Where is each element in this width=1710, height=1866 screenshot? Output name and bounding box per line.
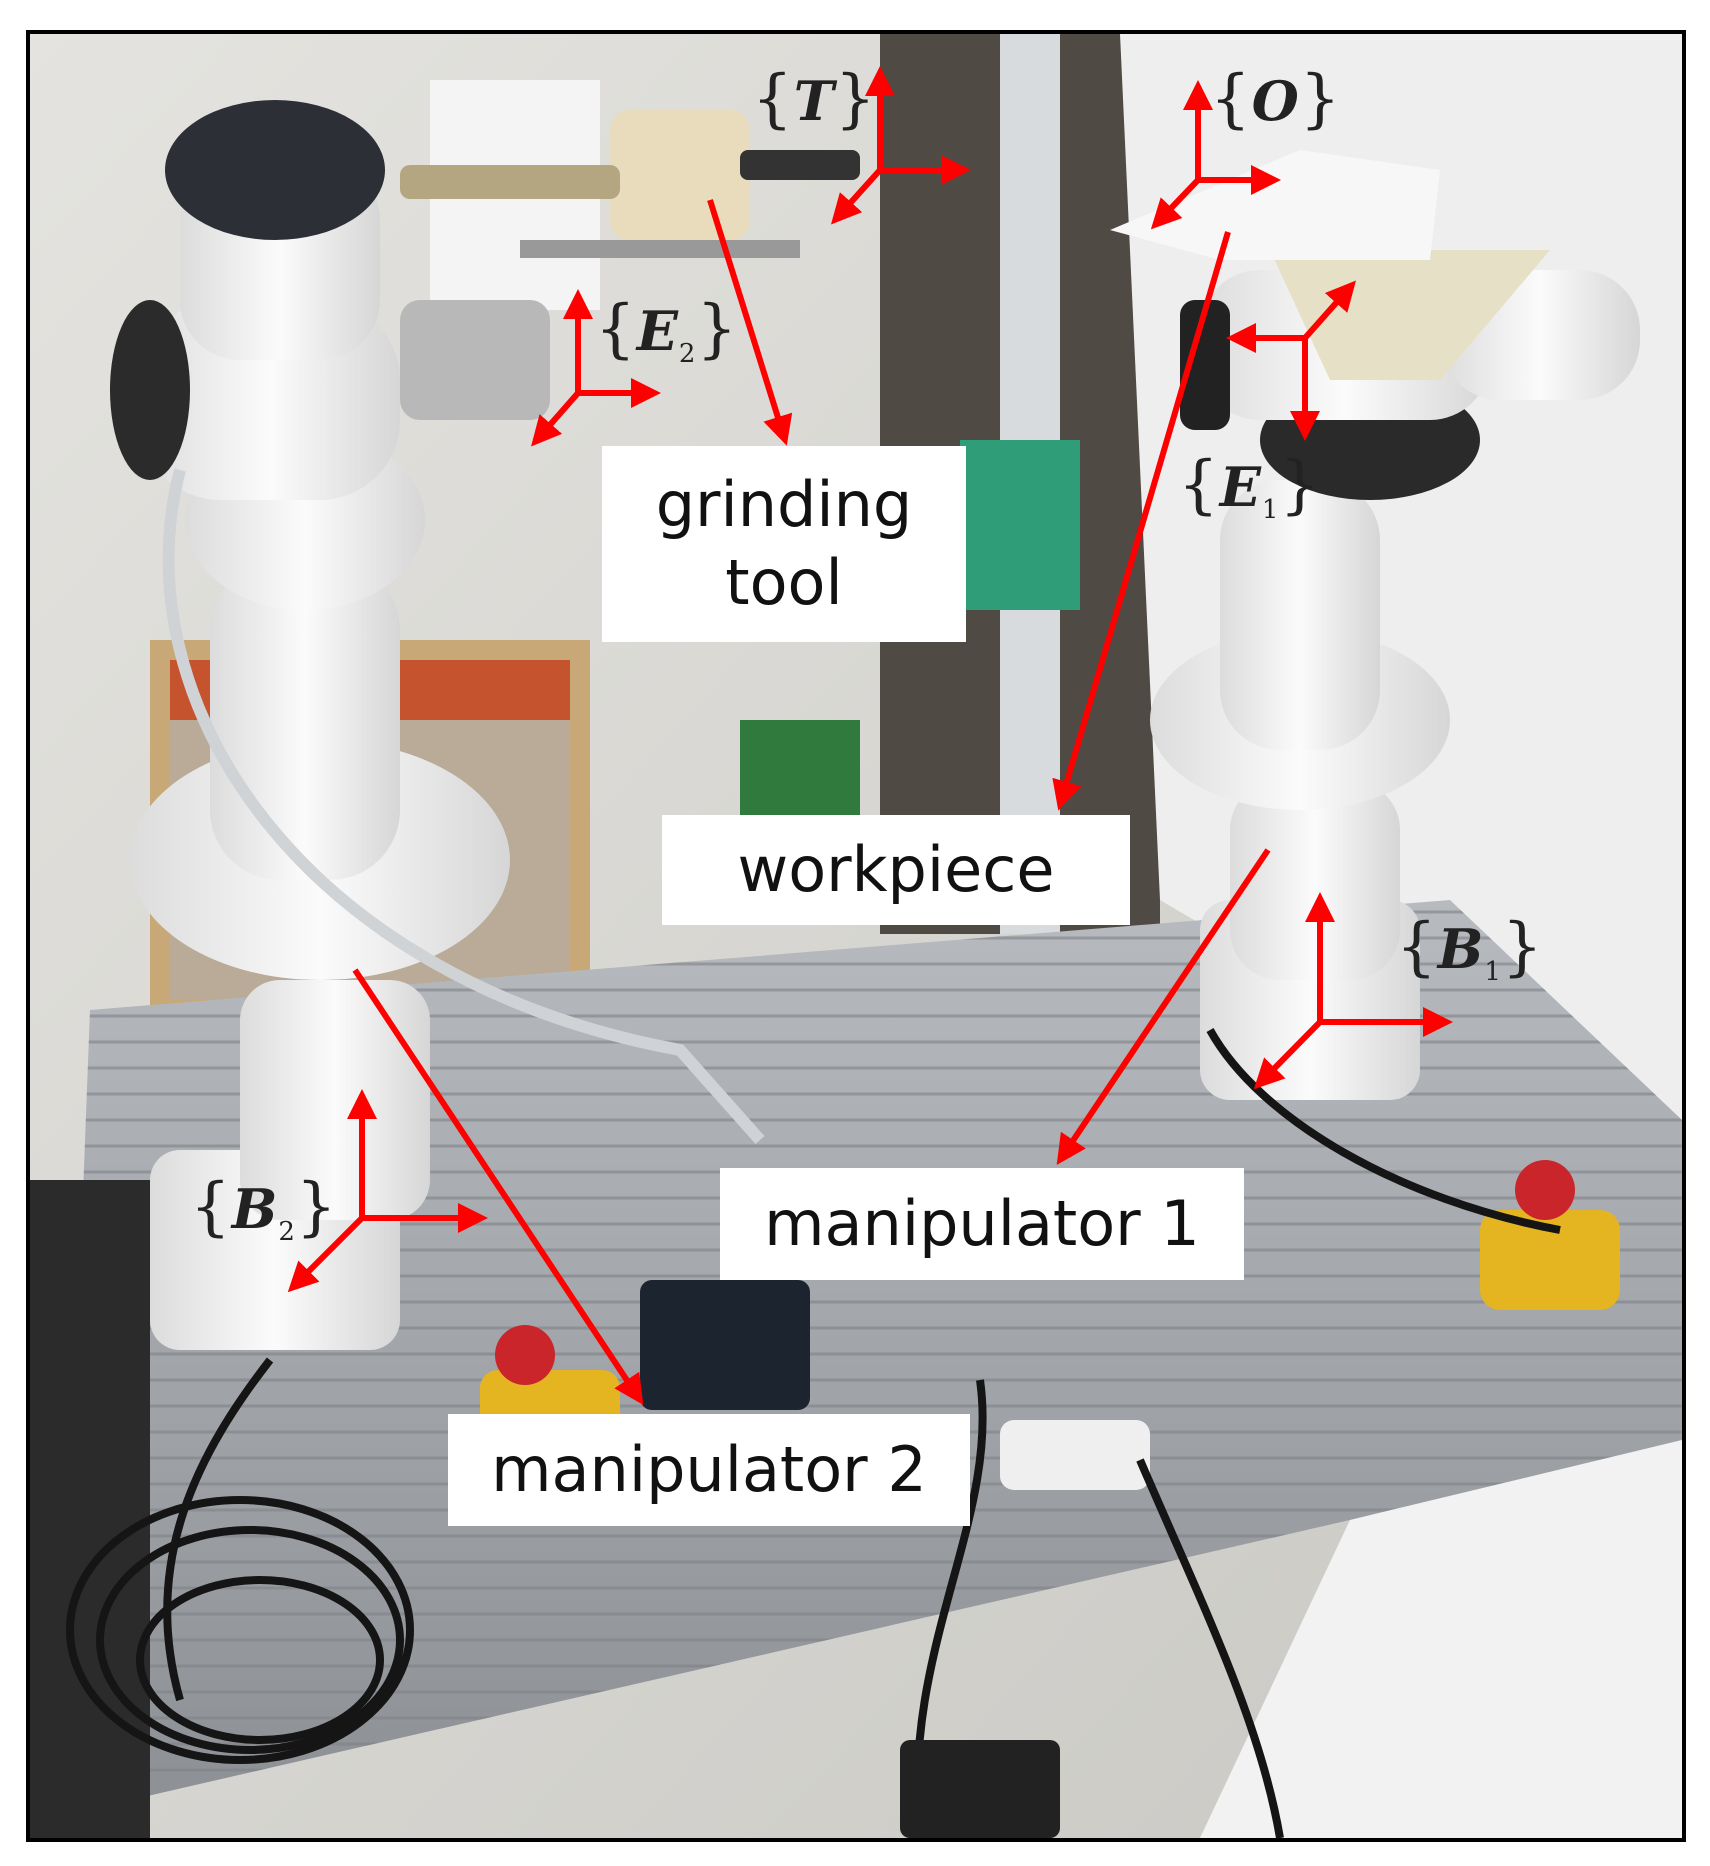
frame-axes-B2 bbox=[287, 1089, 488, 1293]
frame-label-T: {T} bbox=[752, 62, 877, 136]
arrow-workpiece bbox=[1052, 231, 1231, 811]
label-grinding-tool-line-1: grinding bbox=[655, 468, 913, 541]
frame-B2-letter: B bbox=[231, 1177, 279, 1241]
frame-axes-T bbox=[830, 66, 971, 225]
frame-B1-sub: 1 bbox=[1484, 956, 1502, 987]
label-grinding-tool-line-2: tool bbox=[725, 546, 843, 619]
frame-axes-E1 bbox=[1226, 280, 1356, 441]
frame-B2-sub: 2 bbox=[278, 1216, 296, 1247]
frame-O-letter: O bbox=[1251, 69, 1300, 133]
frame-label-B1: {B1} bbox=[1396, 910, 1544, 987]
frame-label-E1: {E1} bbox=[1178, 448, 1322, 525]
frame-axes-B1 bbox=[1253, 892, 1453, 1090]
frame-label-E2: {E2} bbox=[595, 292, 739, 369]
frame-axes-O bbox=[1150, 80, 1281, 230]
frame-E2-letter: E bbox=[636, 299, 679, 363]
label-workpiece: workpiece bbox=[662, 815, 1130, 925]
controller-box bbox=[640, 1280, 810, 1410]
emergency-stop-right bbox=[1480, 1160, 1620, 1310]
label-manipulator-2: manipulator 2 bbox=[448, 1414, 970, 1526]
table-side bbox=[1200, 1440, 1682, 1838]
manipulator-2-robot bbox=[110, 100, 860, 1350]
label-grinding-tool: grinding tool bbox=[602, 446, 966, 642]
callout-arrows bbox=[352, 199, 1271, 1406]
frame-E2-sub: 2 bbox=[678, 338, 697, 369]
table-rails bbox=[60, 900, 1682, 1800]
arrow-grinding-tool bbox=[707, 199, 793, 446]
power-adapter bbox=[900, 1740, 1060, 1838]
arrow-manipulator-2 bbox=[352, 968, 644, 1406]
power-strip bbox=[1000, 1420, 1150, 1490]
frame-axes-E2 bbox=[531, 289, 661, 447]
label-manipulator-1: manipulator 1 bbox=[720, 1168, 1244, 1280]
frame-label-O: {O} bbox=[1210, 62, 1342, 136]
frame-T-letter: T bbox=[793, 69, 835, 133]
green-bins bbox=[960, 440, 1080, 610]
frame-E1-sub: 1 bbox=[1261, 494, 1280, 525]
frame-E1-letter: E bbox=[1219, 455, 1262, 519]
floor-dark bbox=[30, 1180, 150, 1838]
frame-B1-letter: B bbox=[1437, 917, 1485, 981]
arrow-manipulator-1 bbox=[1056, 848, 1271, 1165]
frame-label-B2: {B2} bbox=[190, 1170, 338, 1247]
